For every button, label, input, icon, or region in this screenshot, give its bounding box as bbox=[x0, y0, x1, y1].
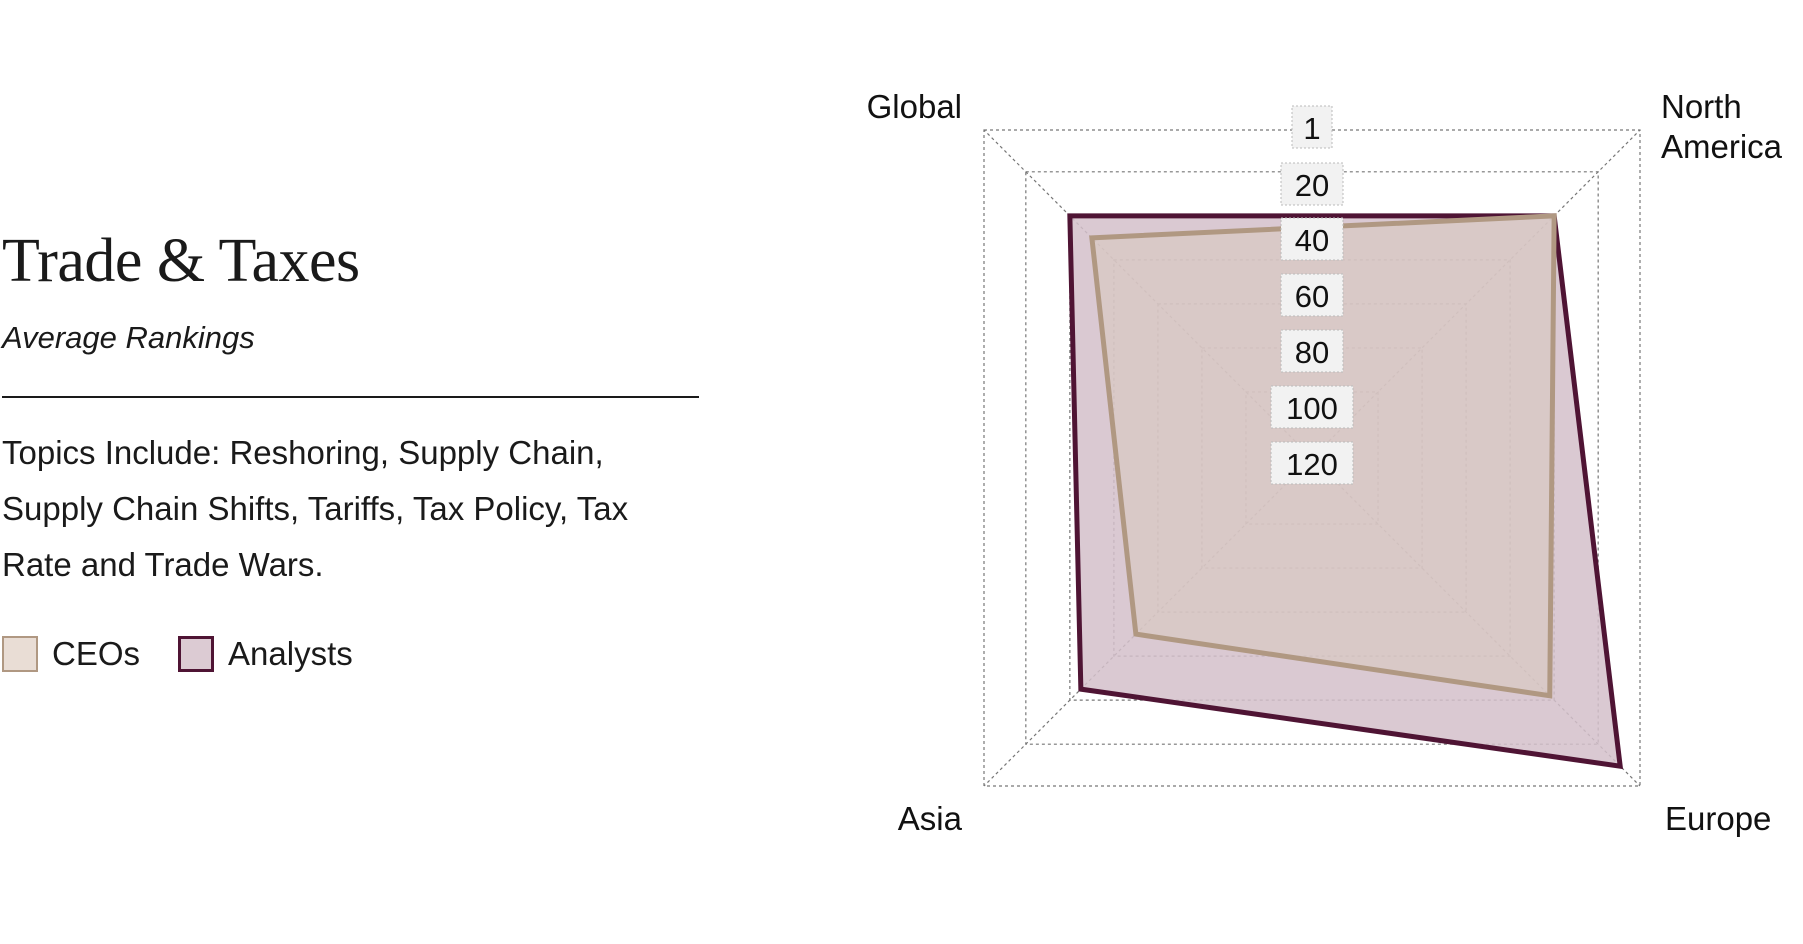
tick-label-1: 20 bbox=[1295, 168, 1329, 203]
legend-label-analysts: Analysts bbox=[228, 635, 353, 672]
chart-legend: CEOs Analysts bbox=[2, 635, 391, 673]
axis-label-north-america-line-1: America bbox=[1661, 128, 1783, 165]
tick-label-box-3 bbox=[1280, 273, 1344, 317]
grid-ring-6 bbox=[1245, 391, 1379, 525]
axis-label-north-america-line-0: North bbox=[1661, 88, 1742, 125]
grid-spoke-3 bbox=[983, 457, 1313, 787]
grid-ring-4 bbox=[1157, 303, 1467, 613]
grid-ring-3 bbox=[1113, 259, 1511, 657]
legend-item-ceos: CEOs bbox=[2, 635, 140, 673]
grid-spoke-1 bbox=[1311, 129, 1641, 459]
legend-swatch-analysts bbox=[178, 636, 215, 672]
tick-label-3: 60 bbox=[1295, 279, 1329, 314]
grid-ring-5 bbox=[1201, 347, 1423, 569]
legend-label-ceos: CEOs bbox=[52, 635, 141, 672]
radar-series bbox=[1067, 213, 1624, 770]
grid-spoke-0 bbox=[983, 129, 1313, 459]
topics-description: Topics Include: Reshoring, Supply Chain,… bbox=[2, 434, 629, 583]
grid-spoke-2 bbox=[1311, 457, 1641, 787]
axis-label-asia: Asia bbox=[898, 800, 963, 837]
grid-ring-2 bbox=[1069, 215, 1555, 701]
axis-label-europe: Europe bbox=[1665, 800, 1771, 837]
tick-label-box-5 bbox=[1270, 385, 1354, 429]
axis-label-global: Global bbox=[867, 88, 962, 125]
legend-swatch-ceos bbox=[2, 636, 38, 672]
grid-ring-0 bbox=[983, 129, 1641, 787]
tick-label-2: 40 bbox=[1295, 223, 1329, 258]
tick-label-box-2 bbox=[1280, 217, 1344, 261]
tick-label-6: 120 bbox=[1286, 447, 1338, 482]
tick-label-5: 100 bbox=[1286, 391, 1338, 426]
series-area-ceos bbox=[1089, 213, 1557, 699]
series-area-analysts bbox=[1067, 213, 1624, 770]
left-panel: Trade & Taxes Average Rankings Topics In… bbox=[2, 227, 702, 672]
tick-label-0: 1 bbox=[1303, 111, 1320, 146]
title-divider bbox=[2, 396, 699, 398]
tick-label-box-4 bbox=[1280, 329, 1344, 373]
legend-item-analysts: Analysts bbox=[178, 635, 353, 673]
tick-label-box-0 bbox=[1291, 105, 1333, 149]
grid-ring-1 bbox=[1025, 171, 1599, 745]
tick-label-box-6 bbox=[1270, 441, 1354, 485]
tick-label-4: 80 bbox=[1295, 335, 1329, 370]
tick-label-box-1 bbox=[1280, 162, 1344, 206]
page-title: Trade & Taxes bbox=[2, 227, 360, 295]
radar-grid bbox=[983, 129, 1641, 787]
page-subtitle: Average Rankings bbox=[2, 320, 255, 355]
